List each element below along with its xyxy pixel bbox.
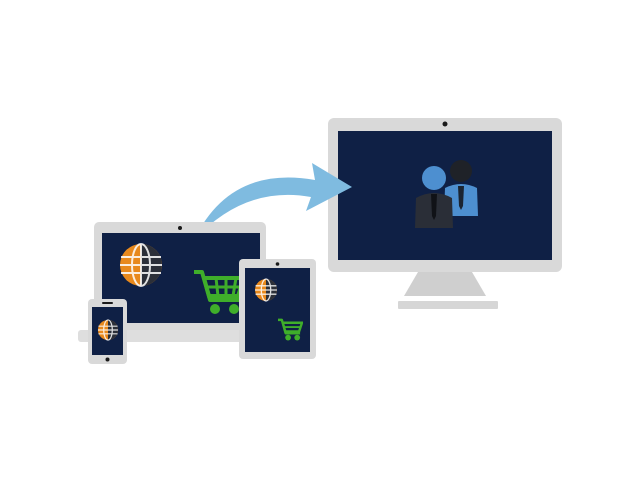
tablet-frame: [239, 259, 316, 359]
shopping-cart-icon: [278, 318, 303, 341]
globe-icon: [120, 243, 162, 287]
users-icon: [415, 160, 478, 228]
globe-icon: [97, 319, 119, 341]
tablet: [239, 259, 316, 359]
shopping-cart-icon: [194, 270, 246, 314]
globe-icon: [255, 278, 277, 302]
phone: [88, 299, 127, 364]
laptop: [78, 222, 268, 344]
desktop-monitor: [328, 118, 562, 311]
curved-arrow-icon: [194, 163, 352, 240]
